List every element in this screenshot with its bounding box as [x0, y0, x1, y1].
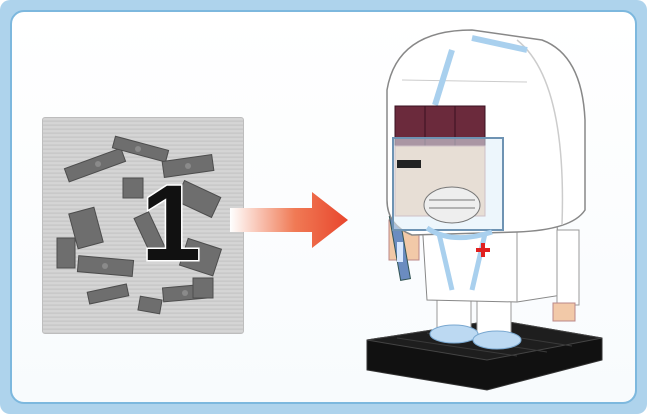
parts-bag: 1: [42, 117, 244, 334]
right-arrow-icon: [230, 190, 360, 250]
instruction-panel: 1: [10, 10, 637, 404]
step-number: 1: [131, 168, 211, 278]
brickheadz-medic-figure-icon: [357, 20, 617, 418]
